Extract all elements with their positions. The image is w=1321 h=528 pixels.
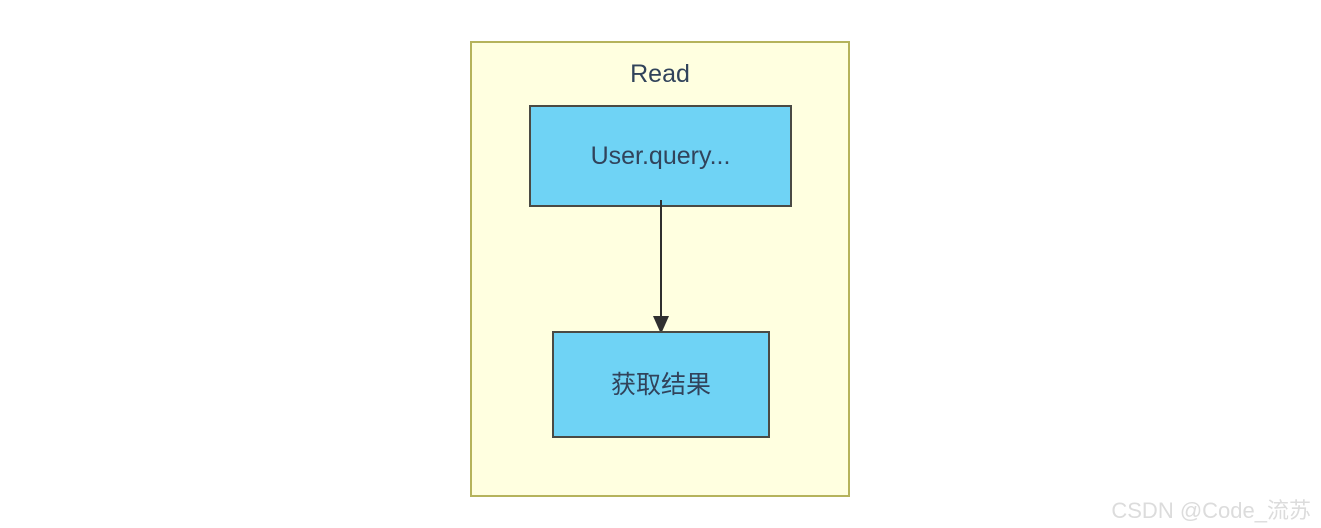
process-node-user-query[interactable]: User.query... xyxy=(529,105,792,207)
process-node-fetch-result[interactable]: 获取结果 xyxy=(552,331,770,438)
process-node-label: 获取结果 xyxy=(610,370,711,399)
process-node-label: User.query... xyxy=(590,142,731,170)
watermark-text: CSDN @Code_流苏 xyxy=(1111,498,1311,523)
swimlane-title: Read xyxy=(630,60,690,88)
